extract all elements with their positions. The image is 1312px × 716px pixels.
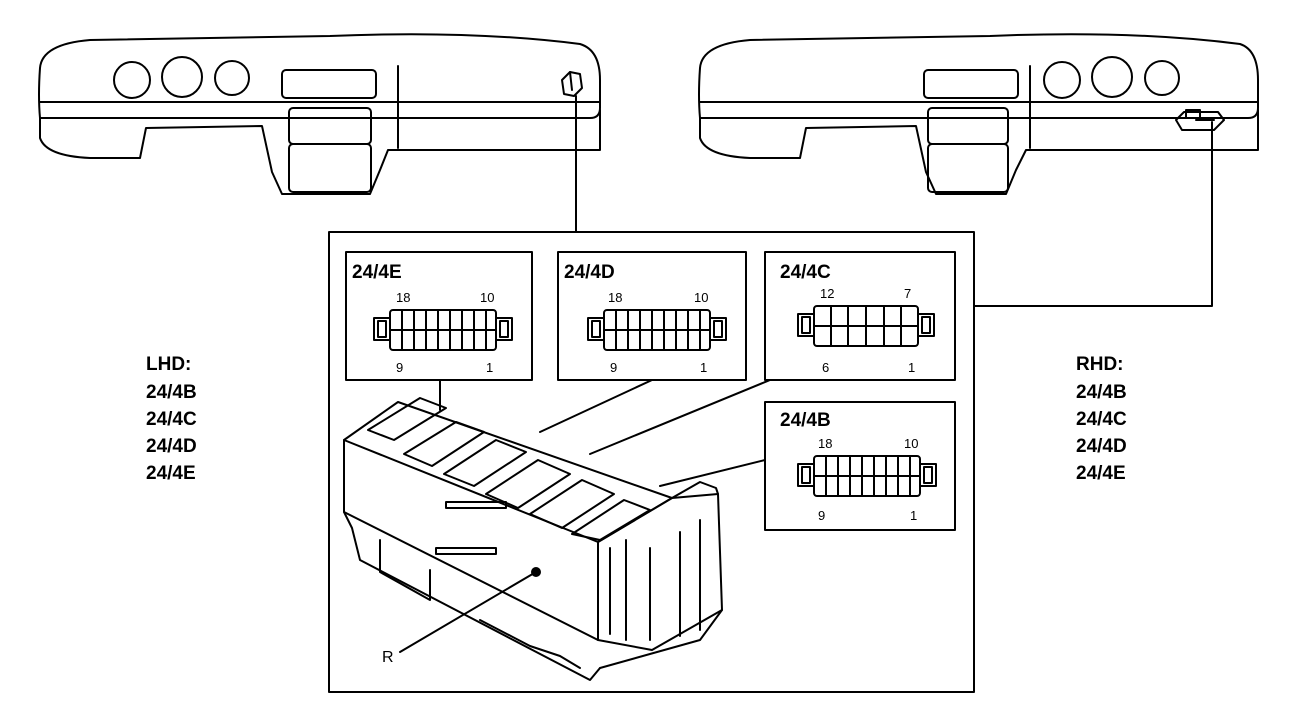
- rhd-title: RHD:: [1076, 354, 1124, 375]
- pinout-24-4b: [797, 455, 937, 497]
- pinout-24-4c: [797, 305, 935, 347]
- detail-frame: [328, 231, 975, 693]
- pin-label: 10: [904, 436, 918, 451]
- lhd-item: 24/4D: [146, 436, 197, 457]
- pinout-24-4e: [373, 309, 513, 351]
- rhd-dashboard-illustration: [698, 33, 1259, 195]
- connector-leader-lines: [399, 379, 771, 653]
- pin-label: 18: [818, 436, 832, 451]
- pin-label: 10: [694, 290, 708, 305]
- pin-label: 9: [818, 508, 825, 523]
- leader-lines: [575, 95, 1213, 307]
- lhd-dashboard-illustration: [38, 33, 601, 195]
- connector-box-24-4c: [764, 251, 956, 381]
- pinout-24-4d: [587, 309, 727, 351]
- pin-label: 1: [700, 360, 707, 375]
- relay-label-r: R: [382, 649, 394, 666]
- rhd-item: 24/4C: [1076, 409, 1127, 430]
- pin-label: 18: [608, 290, 622, 305]
- connector-title-24-4c: 24/4C: [780, 262, 831, 283]
- pin-label: 1: [908, 360, 915, 375]
- rhd-item: 24/4B: [1076, 382, 1127, 403]
- pin-label: 9: [610, 360, 617, 375]
- connector-title-24-4d: 24/4D: [564, 262, 615, 283]
- lhd-item: 24/4E: [146, 463, 196, 484]
- pin-label: 9: [396, 360, 403, 375]
- pin-label: 12: [820, 286, 834, 301]
- rhd-item: 24/4E: [1076, 463, 1126, 484]
- rhd-item: 24/4D: [1076, 436, 1127, 457]
- connector-title-24-4e: 24/4E: [352, 262, 402, 283]
- pin-label: 18: [396, 290, 410, 305]
- relay-block-illustration: [343, 397, 723, 681]
- connector-title-24-4b: 24/4B: [780, 410, 831, 431]
- lhd-title: LHD:: [146, 354, 191, 375]
- lhd-item: 24/4B: [146, 382, 197, 403]
- connector-box-24-4b: [764, 401, 956, 531]
- pin-label: 1: [910, 508, 917, 523]
- pin-label: 6: [822, 360, 829, 375]
- pin-label: 10: [480, 290, 494, 305]
- pin-label: 1: [486, 360, 493, 375]
- lhd-item: 24/4C: [146, 409, 197, 430]
- pin-label: 7: [904, 286, 911, 301]
